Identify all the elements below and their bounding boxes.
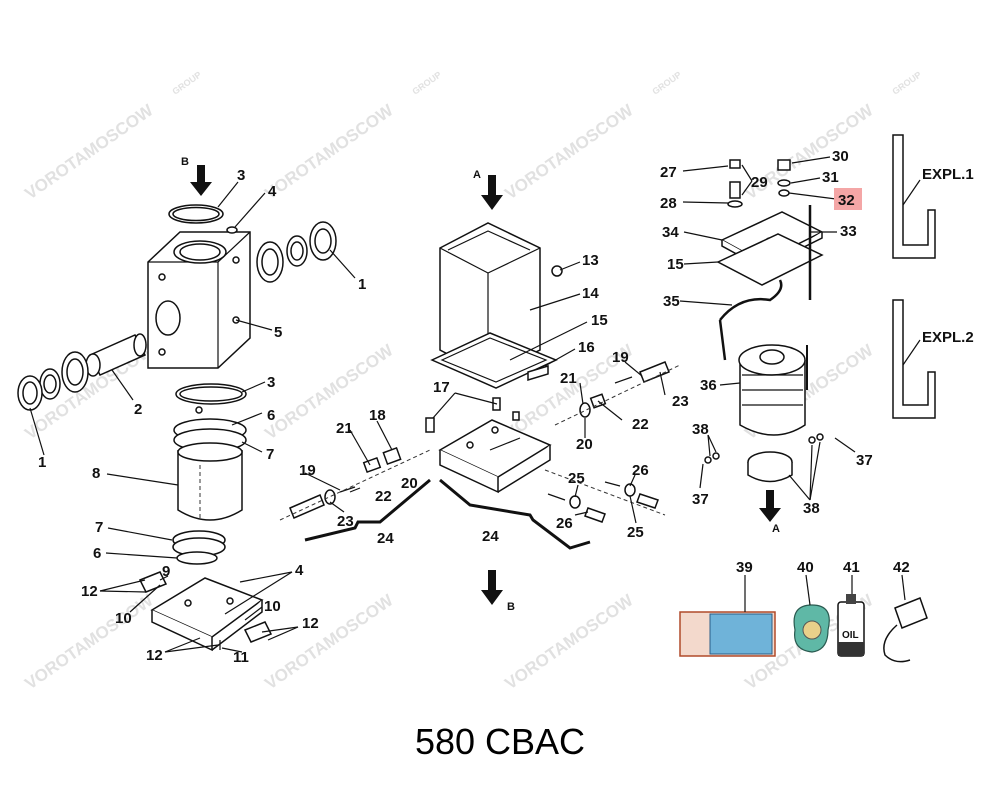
- callout-1: 1: [358, 276, 366, 293]
- callout-24: 24: [377, 530, 394, 547]
- watermark-text: VOROTAMOSCOW: [501, 100, 637, 203]
- callout-22: 22: [375, 488, 392, 505]
- callout-12: 12: [81, 583, 98, 600]
- callout-7: 7: [266, 446, 274, 463]
- callout-38: 38: [803, 500, 820, 517]
- callout-19: 19: [299, 462, 316, 479]
- callout-19: 19: [612, 349, 629, 366]
- callout-34: 34: [662, 224, 679, 241]
- watermark-sub: GROUP: [170, 70, 203, 97]
- callout-23: 23: [337, 513, 354, 530]
- arrow-label-a: A: [772, 523, 780, 535]
- filter-canister-part: [177, 450, 243, 521]
- callout-28: 28: [660, 195, 677, 212]
- bracket-expl2-part: [892, 299, 936, 419]
- callout-16: 16: [578, 339, 595, 356]
- callout-36: 36: [700, 377, 717, 394]
- callout-42: 42: [893, 559, 910, 576]
- callout-7: 7: [95, 519, 103, 536]
- watermark-sub: GROUP: [650, 70, 683, 97]
- callout-4: 4: [268, 183, 277, 200]
- callout-35: 35: [663, 293, 680, 310]
- callout-39: 39: [736, 559, 753, 576]
- watermark-text: VOROTAMOSCOW: [261, 590, 397, 693]
- callout-32: 32: [838, 192, 855, 209]
- callout-29: 29: [751, 174, 768, 191]
- watermark-text: VOROTAMOSCOW: [21, 100, 157, 203]
- callout-33: 33: [840, 223, 857, 240]
- callout-40: 40: [797, 559, 814, 576]
- callout-3: 3: [267, 374, 275, 391]
- callout-6: 6: [93, 545, 101, 562]
- callout-25: 25: [568, 470, 585, 487]
- callout-37: 37: [856, 452, 873, 469]
- callout-12: 12: [302, 615, 319, 632]
- callout-5: 5: [274, 324, 282, 341]
- callout-15: 15: [667, 256, 684, 273]
- callout-13: 13: [582, 252, 599, 269]
- arrow-down-icon: [481, 570, 503, 605]
- callout-23: 23: [672, 393, 689, 410]
- watermark-text: VOROTAMOSCOW: [261, 340, 397, 443]
- callout-11: 11: [233, 649, 249, 666]
- expl1-label: EXPL.1: [922, 166, 974, 183]
- watermark-sub: GROUP: [410, 70, 443, 97]
- motor-assembly: A EXPL.1 EXPL.2: [704, 134, 974, 535]
- arrow-label-b: B: [507, 601, 515, 613]
- accessories: OIL: [679, 594, 928, 663]
- arrow-label-b: B: [181, 156, 189, 168]
- watermark-sub: GROUP: [890, 70, 923, 97]
- callout-24: 24: [482, 528, 499, 545]
- callout-20: 20: [401, 475, 418, 492]
- callout-21: 21: [560, 370, 577, 387]
- arrow-label-a: A: [473, 169, 481, 181]
- callout-10: 10: [264, 598, 281, 615]
- callout-38: 38: [692, 421, 709, 438]
- callout-17: 17: [433, 379, 450, 396]
- capacitor-part: [894, 597, 928, 629]
- callout-26: 26: [556, 515, 573, 532]
- callout-9: 9: [162, 563, 170, 580]
- callout-15: 15: [591, 312, 608, 329]
- callout-18: 18: [369, 407, 386, 424]
- callout-14: 14: [582, 285, 599, 302]
- callout-6: 6: [267, 407, 275, 424]
- callout-4: 4: [295, 562, 304, 579]
- highlight-box: [834, 188, 862, 210]
- electric-motor-part: [739, 360, 806, 436]
- oil-bottle-label: OIL: [842, 630, 859, 641]
- callout-27: 27: [660, 164, 677, 181]
- expl2-label: EXPL.2: [922, 329, 974, 346]
- callout-20: 20: [576, 436, 593, 453]
- callout-numbers: 3 4 1 5 2 3 6 7 8 1 7 6 9 4 12 10 10 12 …: [38, 148, 910, 666]
- leader-lines: [29, 156, 906, 653]
- watermark-text: VOROTAMOSCOW: [261, 100, 397, 203]
- callout-31: 31: [822, 169, 839, 186]
- callout-37: 37: [692, 491, 709, 508]
- callout-12: 12: [146, 647, 163, 664]
- gearbox-assembly: B: [17, 156, 337, 652]
- arrow-down-icon: [190, 165, 212, 196]
- callout-1: 1: [38, 454, 46, 471]
- callout-26: 26: [632, 462, 649, 479]
- watermark-text: VOROTAMOSCOW: [501, 590, 637, 693]
- arrow-down-icon: [759, 490, 781, 522]
- reservoir-assembly: A B: [279, 169, 681, 613]
- callout-41: 41: [843, 559, 860, 576]
- callout-8: 8: [92, 465, 100, 482]
- diagram-title: 580 CBAC: [415, 721, 585, 762]
- callout-2: 2: [134, 401, 142, 418]
- o-ring-inner: [172, 206, 220, 222]
- arrow-down-icon: [481, 175, 503, 210]
- callout-3: 3: [237, 167, 245, 184]
- callout-21: 21: [336, 420, 353, 437]
- bracket-expl1-part: [892, 134, 936, 259]
- callout-22: 22: [632, 416, 649, 433]
- callout-25: 25: [627, 524, 644, 541]
- callout-10: 10: [115, 610, 132, 627]
- callout-30: 30: [832, 148, 849, 165]
